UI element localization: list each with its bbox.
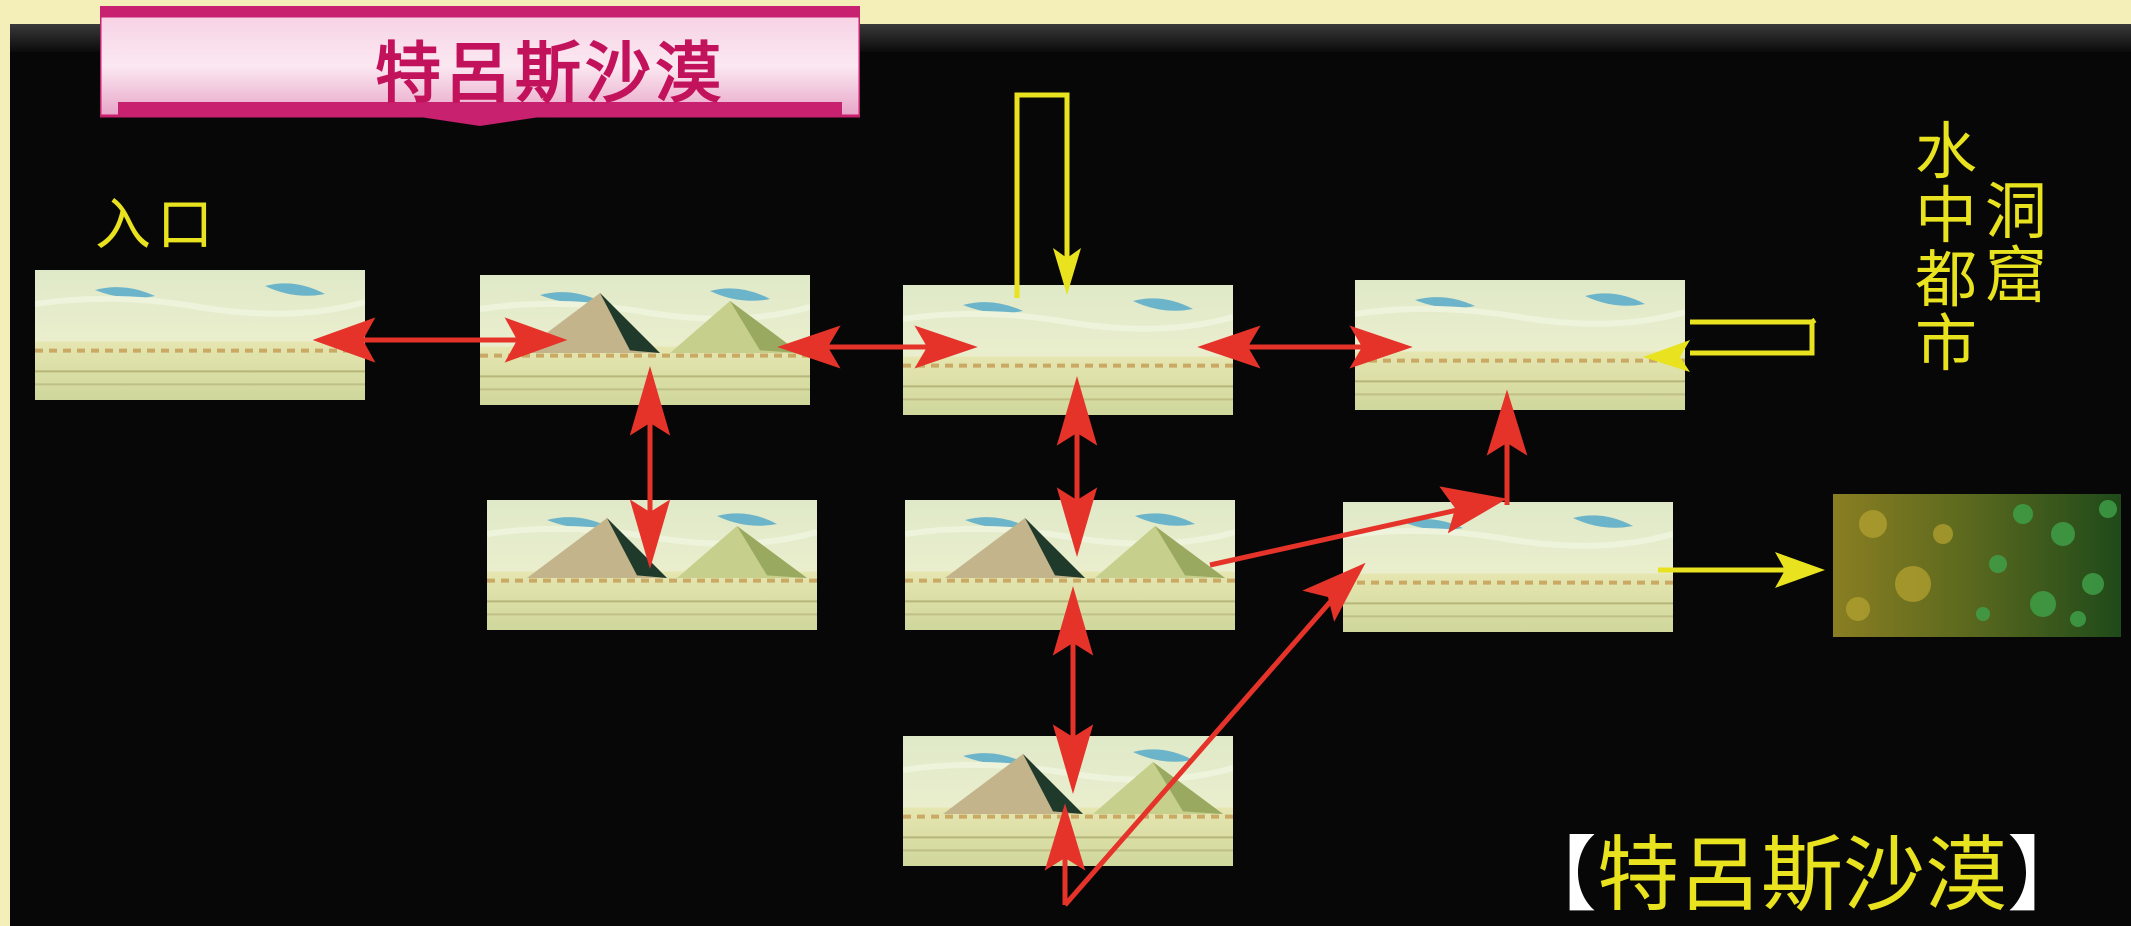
- exit-scene[interactable]: [1343, 502, 1673, 632]
- red-route-arrows: [312, 317, 1528, 907]
- north-entry-scene[interactable]: [903, 285, 1233, 415]
- scene-art: [35, 270, 365, 400]
- caption-bracket-open: 【: [1515, 828, 1598, 923]
- yellow-entry-arrows: [1014, 92, 1825, 588]
- scene-art: [903, 285, 1233, 415]
- cave-text: 洞窟: [1985, 175, 2048, 312]
- east-entry-scene[interactable]: [1355, 280, 1685, 410]
- entrance-label: 入口: [95, 193, 219, 258]
- caption-bracket-close: 】: [2007, 828, 2090, 923]
- scene-art: [487, 500, 817, 630]
- scene-art: [1355, 280, 1685, 410]
- banner-title: 特呂斯沙漠: [375, 35, 725, 112]
- bottom-caption: 【特呂斯沙漠】: [1515, 808, 2089, 926]
- scene-art: [1343, 502, 1673, 632]
- pyramid-scene-2[interactable]: [487, 500, 817, 630]
- caption-text: 特呂斯沙漠: [1597, 828, 2008, 923]
- cave-label: 洞窟: [1985, 180, 2047, 308]
- water-city-text: 水中都市: [1915, 115, 1978, 380]
- water-city-label: 水中都市: [1915, 120, 1977, 376]
- entrance-scene[interactable]: [35, 270, 365, 400]
- swamp-area[interactable]: [1833, 494, 2121, 637]
